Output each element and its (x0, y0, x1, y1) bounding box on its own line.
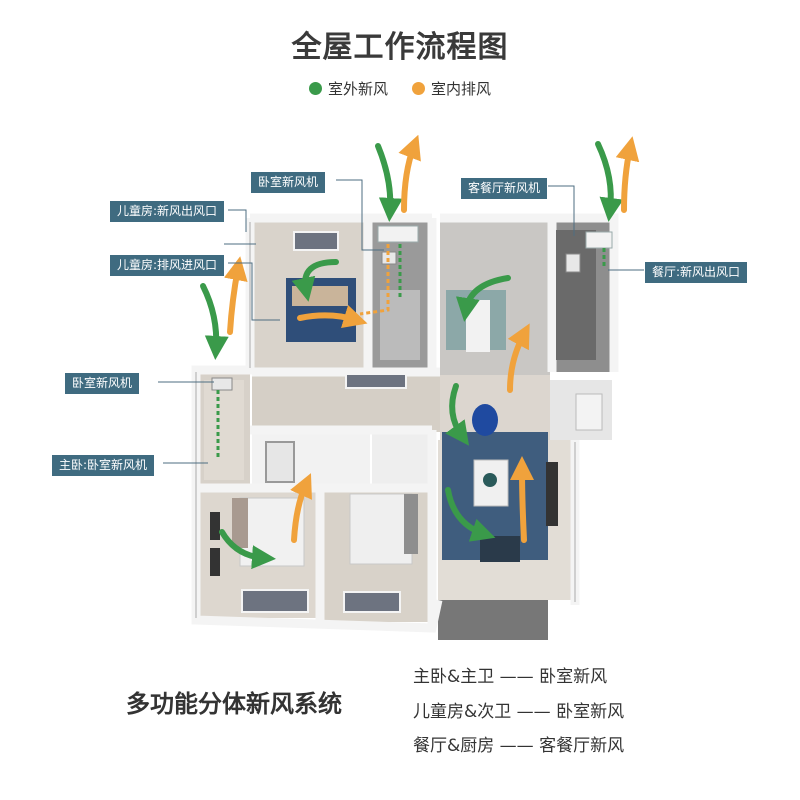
exhaust-arrows (223, 134, 640, 543)
page-title: 全屋工作流程图 (291, 30, 509, 65)
mapping-line: 餐厅&厨房 —— 客餐厅新风 (413, 736, 625, 756)
mapping-line: 儿童房&次卫 —— 卧室新风 (413, 702, 625, 722)
callout-bedroom-unit-left: 卧室新风机 (65, 373, 140, 394)
legend-item-fresh-air: 室外新风 (308, 78, 388, 99)
green-dot-icon (308, 82, 322, 95)
callout-leaders (158, 179, 644, 464)
fresh-air-arrows (200, 141, 624, 570)
callout-bedroom-unit-top: 卧室新风机 (251, 172, 326, 193)
system-name: 多功能分体新风系统 (126, 690, 342, 718)
windows (241, 231, 407, 613)
orange-dot-icon (412, 82, 425, 95)
callout-kids-exhaust-inlet: 儿童房:排风进风口 (110, 255, 225, 276)
wall-shadows (195, 222, 576, 618)
fresh-air-units (211, 225, 613, 391)
legend: 室外新风 室内排风 (0, 78, 800, 99)
duct-lines (216, 244, 606, 460)
callout-dining-outlet: 餐厅:新风出风口 (645, 262, 748, 283)
legend-item-exhaust: 室内排风 (412, 78, 491, 99)
callout-living-dining-unit: 客餐厅新风机 (461, 178, 548, 199)
legend-label-exhaust: 室内排风 (431, 80, 492, 98)
callout-master-bedroom-unit: 主卧:卧室新风机 (52, 455, 155, 476)
legend-label-fresh-air: 室外新风 (327, 80, 388, 98)
callout-kids-outlet: 儿童房:新风出风口 (110, 201, 225, 222)
mapping-line: 主卧&主卫 —— 卧室新风 (413, 667, 608, 687)
